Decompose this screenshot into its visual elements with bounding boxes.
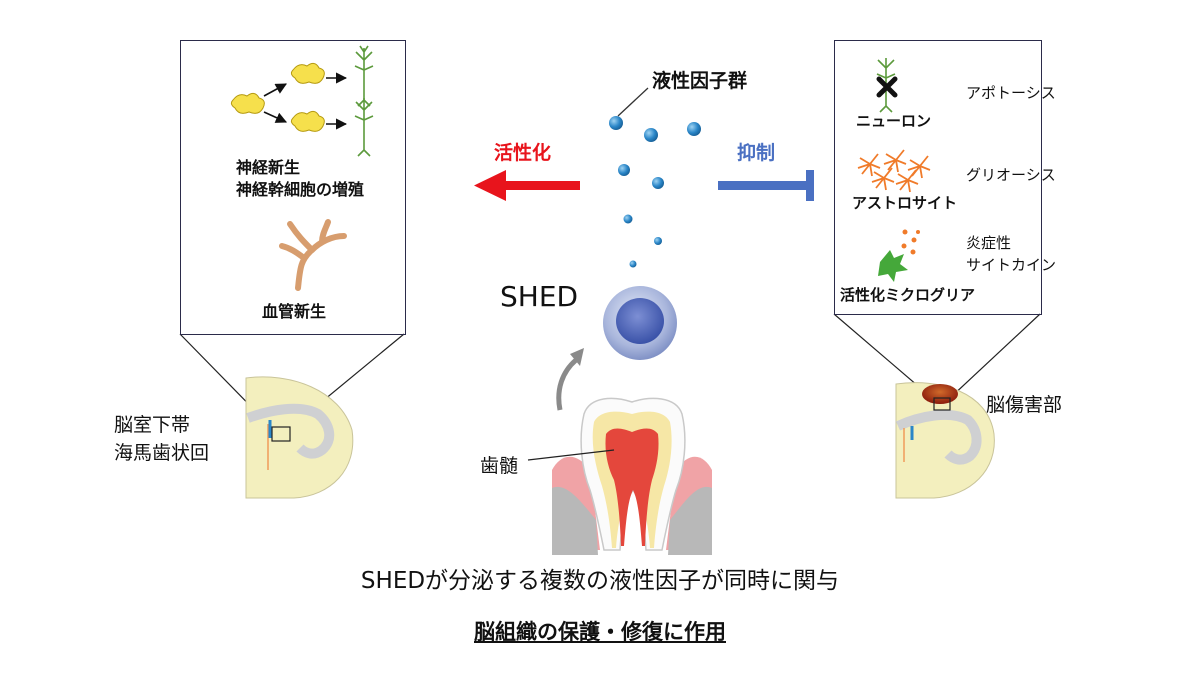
astrocyte-icons (857, 149, 931, 193)
shed-label: SHED (500, 280, 579, 313)
pulp-pointer-line (527, 449, 615, 461)
tooth-illustration (552, 397, 712, 555)
angiogenesis-label: 血管新生 (262, 302, 327, 321)
factor-droplets (609, 116, 701, 268)
subventricular-zone-label: 脳室下帯 (114, 414, 191, 436)
right-detail-panel (834, 40, 1042, 315)
inflammatory-label: 炎症性 (966, 234, 1012, 252)
cytokine-dots (901, 229, 920, 255)
astrocyte-label: アストロサイト (852, 194, 958, 212)
brain-section-right (895, 382, 995, 499)
brain-injury-label: 脳傷害部 (986, 394, 1063, 416)
shed-cell (603, 286, 677, 360)
factors-label: 液性因子群 (652, 70, 748, 92)
brain-section-left (245, 376, 354, 499)
neuron-icon-right (876, 58, 896, 113)
microglia-label: 活性化ミクログリア (840, 286, 976, 304)
summary-line-2: 脳組織の保護・修復に作用 (474, 620, 726, 644)
microglia-icon (878, 250, 908, 282)
apoptosis-label: アポトーシス (966, 84, 1056, 102)
summary-line-1: SHEDが分泌する複数の液性因子が同時に関与 (360, 568, 840, 594)
stem-cell-icons (230, 62, 325, 132)
activation-arrow (474, 170, 580, 201)
neurogenesis-label: 神経新生 (236, 158, 301, 177)
dental-pulp-label: 歯髄 (480, 455, 519, 477)
apoptosis-cross-icon (876, 76, 898, 98)
neuron-label: ニューロン (856, 112, 932, 130)
cytokine-label: サイトカイン (966, 256, 1057, 274)
stem-cell-proliferation-label: 神経幹細胞の増殖 (236, 180, 365, 199)
gliosis-label: グリオーシス (966, 166, 1056, 184)
suppression-label: 抑制 (737, 142, 776, 164)
dentate-gyrus-label: 海馬歯状回 (114, 442, 210, 464)
blood-vessel-icon (279, 219, 347, 291)
neuron-icons-left (354, 45, 374, 157)
activation-label: 活性化 (494, 142, 552, 164)
tooth-to-shed-arrow (556, 348, 584, 411)
suppression-inhibitor (718, 170, 814, 201)
factors-pointer-line (617, 87, 649, 117)
proliferation-arrows (263, 72, 348, 130)
left-detail-panel (180, 40, 406, 335)
